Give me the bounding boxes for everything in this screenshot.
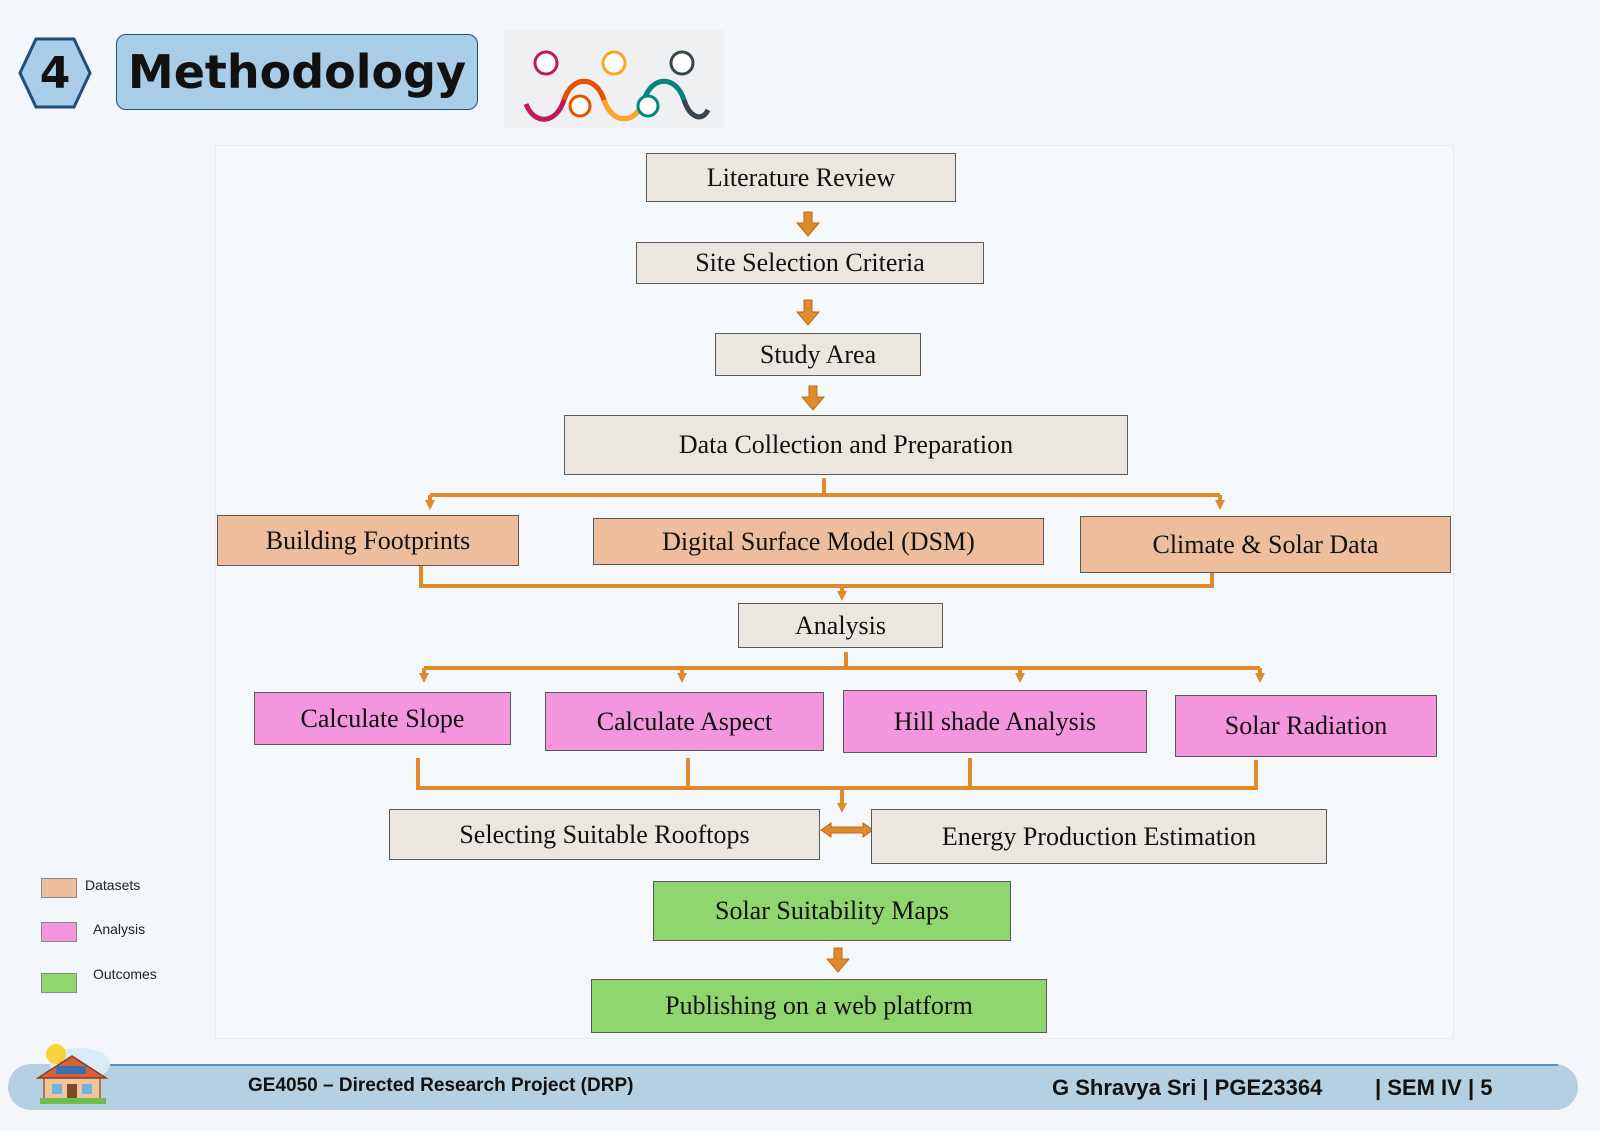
dataset-climate-solar: Climate & Solar Data xyxy=(1080,516,1451,573)
legend-swatch-outcomes xyxy=(41,973,77,993)
legend-label-datasets: Datasets xyxy=(85,877,141,893)
selecting-rooftops-box: Selecting Suitable Rooftops xyxy=(389,809,820,860)
timeline-steps-icon xyxy=(504,30,724,128)
literature-review-box: Literature Review xyxy=(646,153,956,202)
suitability-maps-box: Solar Suitability Maps xyxy=(653,881,1011,941)
legend-swatch-datasets xyxy=(41,878,77,898)
publishing-box: Publishing on a web platform xyxy=(591,979,1047,1033)
analysis-calculate-slope: Calculate Slope xyxy=(254,692,511,745)
slide-title: Methodology xyxy=(116,34,478,110)
solar-house-icon xyxy=(35,1044,110,1104)
footer-author: G Shravya Sri | PGE23364 xyxy=(1052,1075,1323,1100)
data-collection-box: Data Collection and Preparation xyxy=(564,415,1128,475)
dataset-dsm: Digital Surface Model (DSM) xyxy=(593,518,1044,565)
legend-swatch-analysis xyxy=(41,922,77,942)
site-selection-box: Site Selection Criteria xyxy=(636,242,984,284)
footer-bar xyxy=(8,1064,1578,1110)
footer-course: GE4050 – Directed Research Project (DRP) xyxy=(248,1075,634,1096)
analysis-hillshade: Hill shade Analysis xyxy=(843,690,1147,753)
slide-number: 4 xyxy=(39,47,71,99)
dataset-building-footprints: Building Footprints xyxy=(217,515,519,566)
slide-number-hexagon xyxy=(18,37,92,109)
analysis-calculate-aspect: Calculate Aspect xyxy=(545,692,824,751)
study-area-box: Study Area xyxy=(715,333,921,376)
analysis-solar-radiation: Solar Radiation xyxy=(1175,695,1437,757)
footer-sem-page: | SEM IV | 5 xyxy=(1375,1075,1493,1100)
analysis-box: Analysis xyxy=(738,603,943,648)
energy-estimation-box: Energy Production Estimation xyxy=(871,809,1327,864)
legend-label-outcomes: Outcomes xyxy=(93,966,157,982)
footer-divider xyxy=(60,1064,1558,1066)
legend-label-analysis: Analysis xyxy=(93,921,146,937)
